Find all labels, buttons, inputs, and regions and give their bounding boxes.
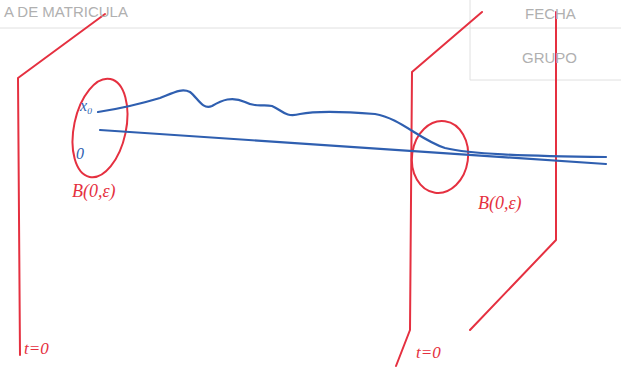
ball-label: B(0,ε) <box>72 182 116 200</box>
plane-label: t=0 <box>416 344 441 361</box>
ball-label: B(0,ε) <box>478 194 522 212</box>
plane-right <box>396 12 556 366</box>
form-heading: FECHA <box>525 6 576 21</box>
point-label: x₀ <box>80 98 93 114</box>
ball-left <box>64 74 136 183</box>
ball-right <box>407 117 472 196</box>
form-heading: A DE MATRICULA <box>4 4 128 19</box>
point-label: 0 <box>76 146 84 162</box>
trajectory-line <box>100 130 606 164</box>
plane-label: t=0 <box>24 340 49 357</box>
form-grid <box>0 0 621 80</box>
form-heading: GRUPO <box>522 50 577 65</box>
